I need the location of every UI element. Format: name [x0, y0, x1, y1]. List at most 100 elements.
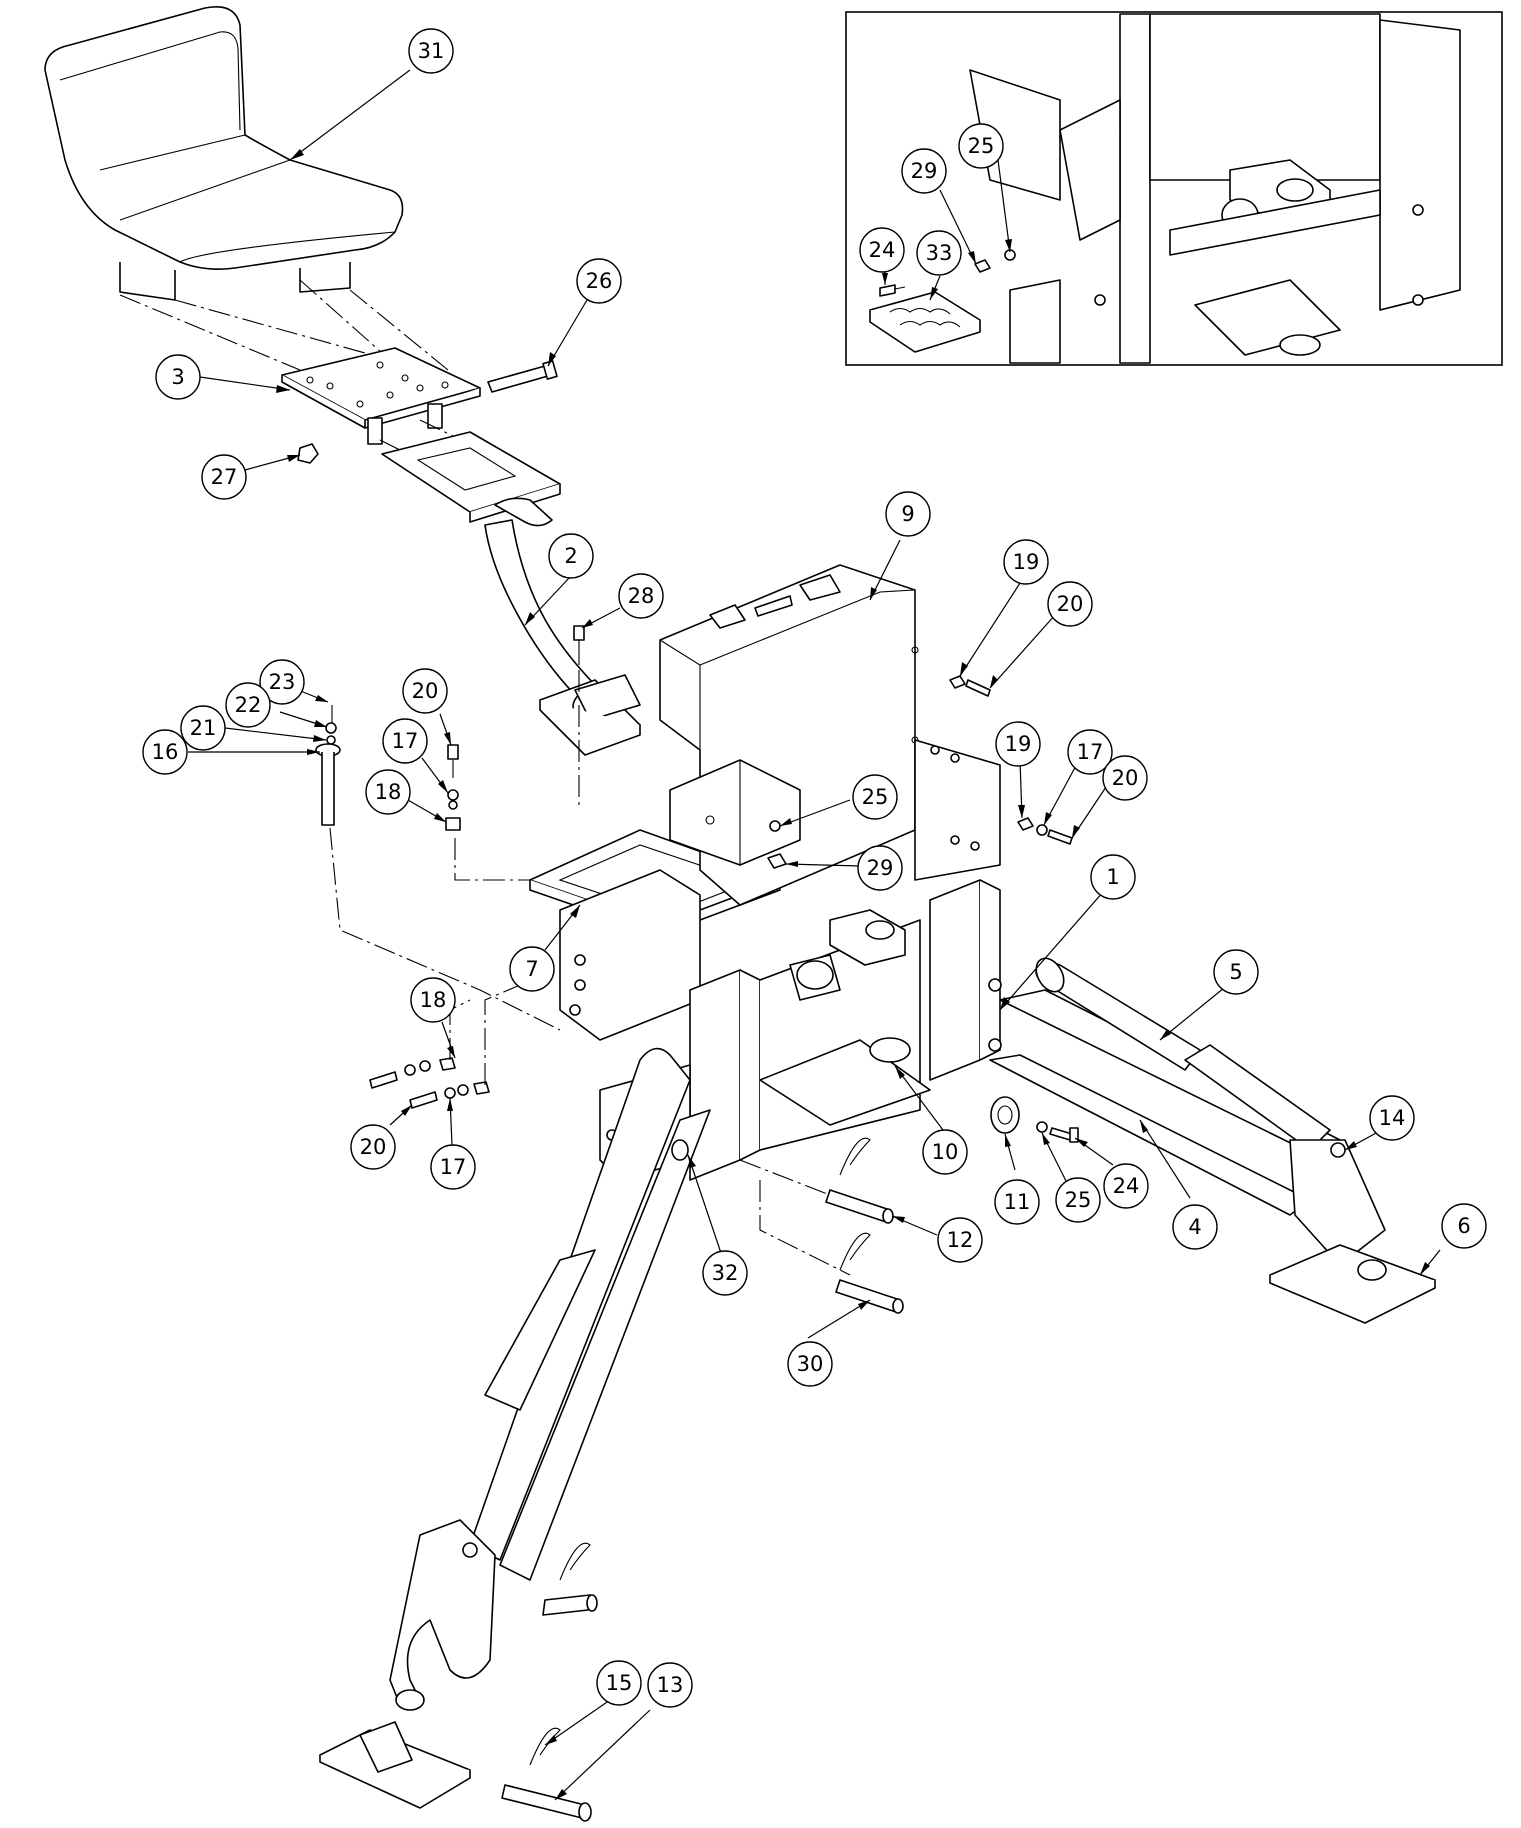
- svg-text:17: 17: [440, 1155, 467, 1179]
- svg-text:29: 29: [911, 159, 938, 183]
- callout-7: 7: [509, 946, 555, 992]
- washer-25-part: [1036, 1121, 1048, 1133]
- callout-4: 4: [1172, 1204, 1218, 1250]
- callout-16: 16: [142, 729, 188, 775]
- svg-text:30: 30: [797, 1352, 824, 1376]
- callout-24: 24: [1103, 1163, 1149, 1209]
- callout-6: 6: [1441, 1203, 1487, 1249]
- svg-text:24: 24: [869, 238, 896, 262]
- callout-13: 13: [647, 1662, 693, 1708]
- svg-text:29: 29: [867, 856, 894, 880]
- pin-12-part: [825, 1189, 894, 1224]
- callout-17: 17: [430, 1144, 476, 1190]
- svg-text:11: 11: [1004, 1190, 1031, 1214]
- svg-text:6: 6: [1457, 1214, 1470, 1238]
- callout-29: 29: [901, 148, 947, 194]
- svg-text:12: 12: [947, 1228, 974, 1252]
- callout-14: 14: [1369, 1095, 1415, 1141]
- callout-9: 9: [885, 491, 931, 537]
- callout-26: 26: [576, 258, 622, 304]
- inset-footrest-33-part: [869, 291, 981, 353]
- callout-25: 25: [958, 123, 1004, 169]
- svg-text:1: 1: [1106, 865, 1119, 889]
- callout-1: 1: [1090, 854, 1136, 900]
- svg-text:18: 18: [420, 988, 447, 1012]
- right-leg-part: [989, 957, 1436, 1324]
- svg-text:25: 25: [1065, 1188, 1092, 1212]
- svg-text:19: 19: [1013, 550, 1040, 574]
- callout-17: 17: [1067, 729, 1113, 775]
- svg-text:23: 23: [269, 670, 296, 694]
- bolt-20-left-part: [445, 744, 461, 831]
- svg-text:25: 25: [862, 785, 889, 809]
- bolt-24-part: [1049, 1127, 1079, 1143]
- callout-15: 15: [596, 1660, 642, 1706]
- detail-inset-frame: [845, 11, 1503, 366]
- svg-text:31: 31: [418, 39, 445, 63]
- svg-text:10: 10: [932, 1140, 959, 1164]
- left-hardware-stack-part: [369, 1057, 490, 1109]
- svg-text:5: 5: [1229, 960, 1242, 984]
- inset-hardware-part: [879, 249, 1016, 297]
- callout-28: 28: [618, 573, 664, 619]
- callout-23: 23: [259, 659, 305, 705]
- svg-text:14: 14: [1379, 1106, 1406, 1130]
- svg-text:13: 13: [657, 1673, 684, 1697]
- svg-text:16: 16: [152, 740, 179, 764]
- svg-text:3: 3: [171, 365, 184, 389]
- leader-lines: [188, 69, 1441, 1801]
- svg-text:25: 25: [968, 134, 995, 158]
- svg-text:17: 17: [1077, 740, 1104, 764]
- callout-12: 12: [937, 1217, 983, 1263]
- callout-21: 21: [180, 705, 226, 751]
- svg-text:2: 2: [564, 544, 577, 568]
- right-hardware-stack-part: [949, 675, 1073, 845]
- svg-text:24: 24: [1113, 1174, 1140, 1198]
- svg-text:19: 19: [1005, 732, 1032, 756]
- svg-text:4: 4: [1188, 1215, 1201, 1239]
- callout-29: 29: [857, 845, 903, 891]
- svg-text:32: 32: [712, 1261, 739, 1285]
- callout-3: 3: [155, 354, 201, 400]
- svg-text:28: 28: [628, 584, 655, 608]
- svg-text:20: 20: [412, 679, 439, 703]
- inset-assembly-part: [969, 13, 1461, 364]
- left-leg-part: [319, 1047, 711, 1822]
- callout-27: 27: [201, 454, 247, 500]
- svg-text:20: 20: [1057, 592, 1084, 616]
- callout-33: 33: [916, 230, 962, 276]
- svg-text:27: 27: [211, 465, 238, 489]
- svg-text:15: 15: [606, 1671, 633, 1695]
- seat-part: [44, 6, 404, 301]
- callout-17: 17: [382, 718, 428, 764]
- svg-text:26: 26: [586, 269, 613, 293]
- callout-31: 31: [408, 28, 454, 74]
- callout-19: 19: [1003, 539, 1049, 585]
- svg-text:22: 22: [235, 693, 262, 717]
- svg-text:20: 20: [1112, 766, 1139, 790]
- callout-5: 5: [1213, 949, 1259, 995]
- callout-32: 32: [702, 1250, 748, 1296]
- callout-10: 10: [922, 1129, 968, 1175]
- callout-30: 30: [787, 1341, 833, 1387]
- callout-20: 20: [1047, 581, 1093, 627]
- pin-30-part: [835, 1279, 904, 1314]
- svg-text:20: 20: [360, 1135, 387, 1159]
- upper-bracket-part: [669, 759, 801, 866]
- callout-2: 2: [548, 533, 594, 579]
- svg-text:18: 18: [375, 780, 402, 804]
- bolt-26-part: [487, 360, 558, 393]
- svg-text:7: 7: [525, 957, 538, 981]
- callout-25: 25: [852, 774, 898, 820]
- callout-19: 19: [995, 721, 1041, 767]
- seat-bracket-part: [381, 431, 641, 756]
- callout-20: 20: [402, 668, 448, 714]
- svg-text:21: 21: [190, 716, 217, 740]
- callout-18: 18: [365, 769, 411, 815]
- nut-27-part: [297, 443, 319, 464]
- svg-text:17: 17: [392, 729, 419, 753]
- callout-24: 24: [859, 227, 905, 273]
- svg-text:33: 33: [926, 241, 953, 265]
- callout-11: 11: [994, 1179, 1040, 1225]
